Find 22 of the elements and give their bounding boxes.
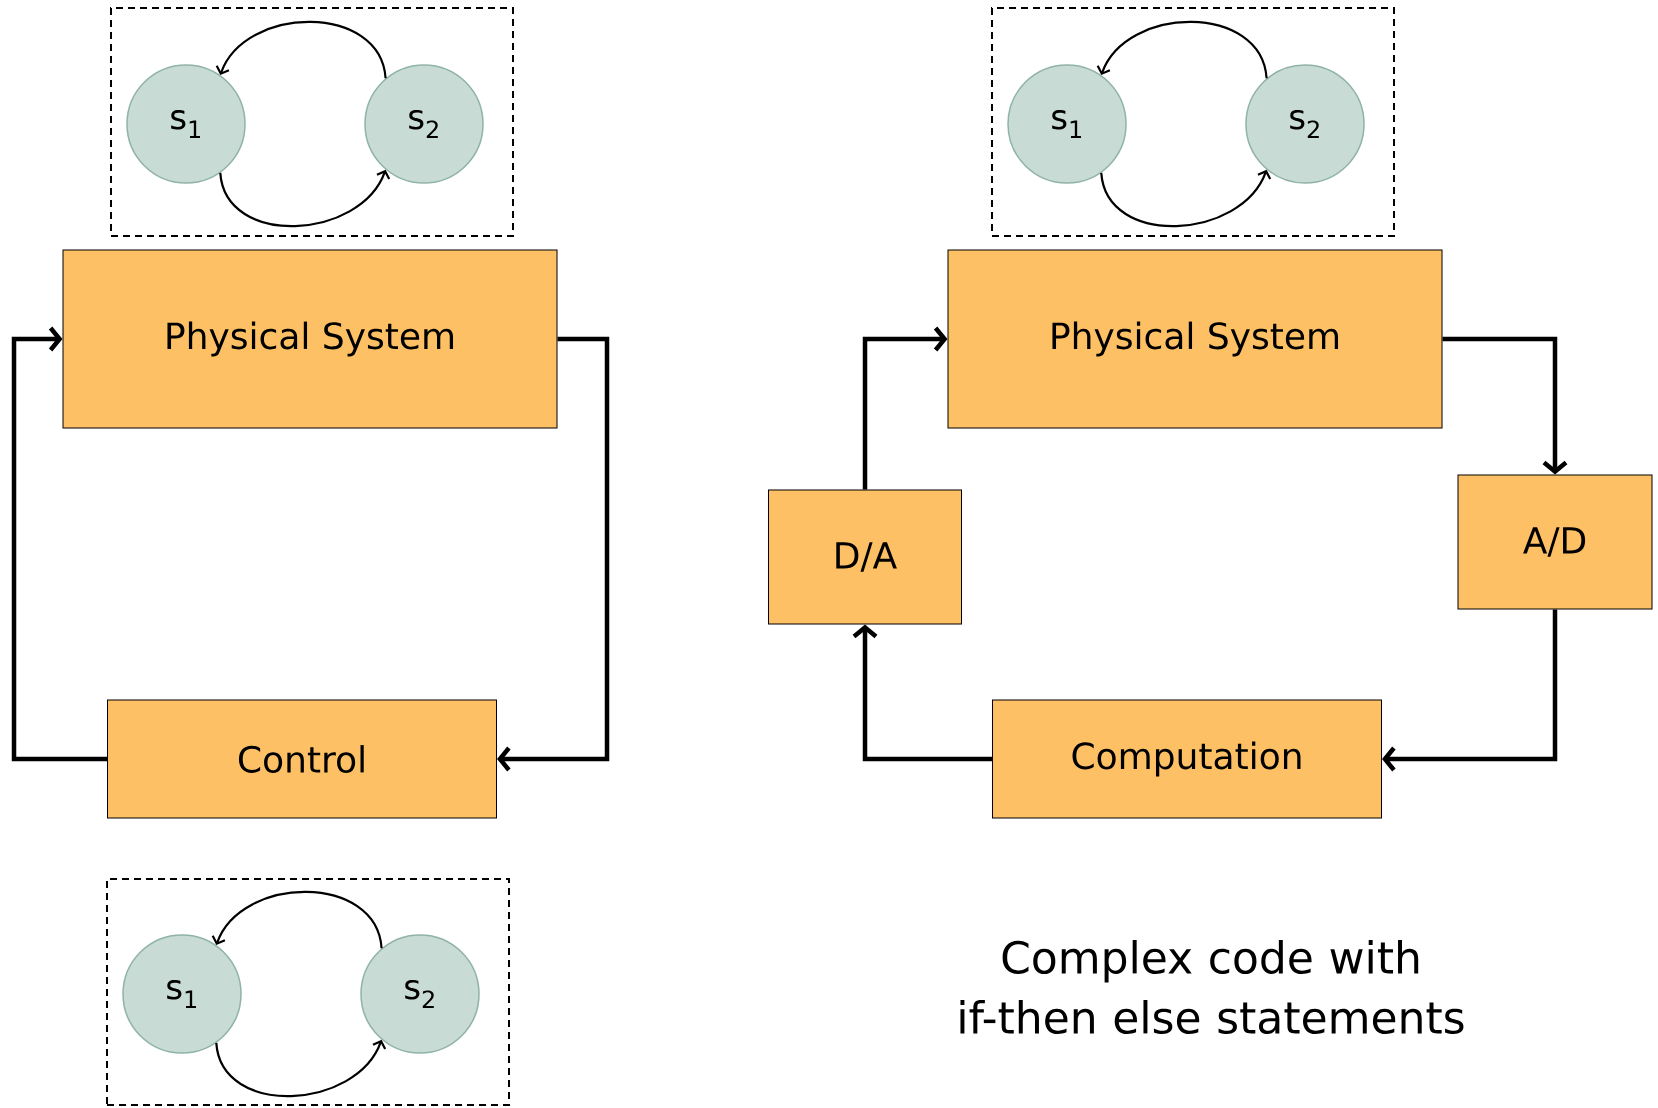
process-box: Computation: [992, 699, 1382, 819]
arrow: [215, 20, 387, 79]
arrow: [1382, 609, 1558, 772]
process-box: D/A: [768, 489, 962, 625]
process-box: Physical System: [62, 249, 558, 429]
note-text: Complex code with if-then else statements: [960, 940, 1464, 1035]
arrow: [852, 624, 992, 762]
arrow: [1100, 169, 1272, 228]
arrow: [219, 169, 391, 228]
dashed-box: [110, 7, 514, 237]
arrow: [1442, 336, 1568, 475]
arrow: [11, 326, 107, 762]
process-box: Control: [107, 699, 497, 819]
dashed-box: [991, 7, 1395, 237]
arrow: [1096, 20, 1268, 79]
arrow: [215, 1039, 387, 1098]
process-box: A/D: [1457, 474, 1653, 610]
arrow: [497, 336, 610, 772]
process-box: Physical System: [947, 249, 1443, 429]
dashed-box: [106, 878, 510, 1106]
arrow: [862, 326, 948, 490]
arrow: [211, 890, 383, 949]
